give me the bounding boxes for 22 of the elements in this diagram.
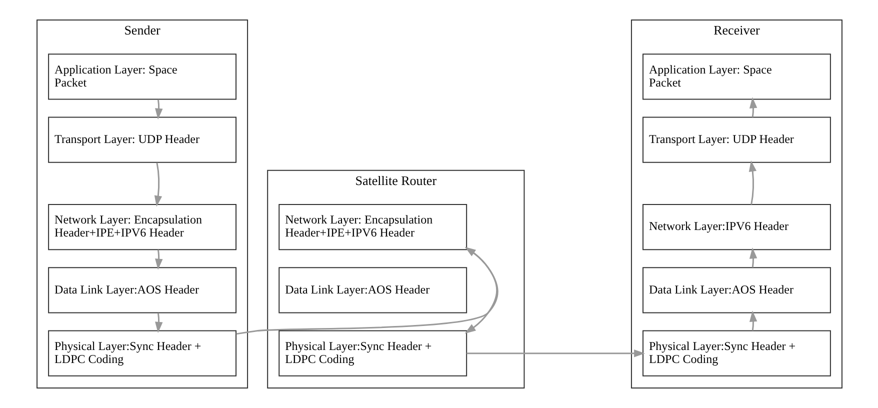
node-box: Application Layer: Space Packet (48, 54, 236, 100)
node-box: Physical Layer:Sync Header + LDPC Coding (278, 330, 467, 376)
node-box: Network Layer: Encapsulation Header+IPE+IPV6 Header (278, 204, 467, 250)
arrow (748, 160, 756, 205)
node-box: Physical Layer:Sync Header + LDPC Coding (642, 330, 830, 376)
node-box: Data Link Layer:AOS Header (278, 267, 467, 314)
node-box: Transport Layer: UDP Header (642, 116, 830, 163)
arrow (466, 350, 645, 358)
node-box: Network Layer:IPV6 Header (642, 204, 830, 250)
arrow (748, 310, 757, 331)
arrow (154, 250, 162, 270)
arrow (154, 99, 162, 120)
node-box: Data Link Layer:AOS Header (642, 267, 830, 314)
node-box: Network Layer: Encapsulation Header+IPE+IPV6 Header (48, 204, 236, 250)
arrow (154, 312, 162, 333)
node-box: Transport Layer: UDP Header (48, 116, 236, 163)
arrow (748, 97, 757, 118)
arrow (154, 162, 162, 207)
node-box: Application Layer: Space Packet (642, 54, 830, 100)
node-box: Physical Layer:Sync Header + LDPC Coding (48, 330, 236, 376)
node-box: Data Link Layer:AOS Header (48, 267, 236, 314)
arrow (748, 248, 757, 268)
